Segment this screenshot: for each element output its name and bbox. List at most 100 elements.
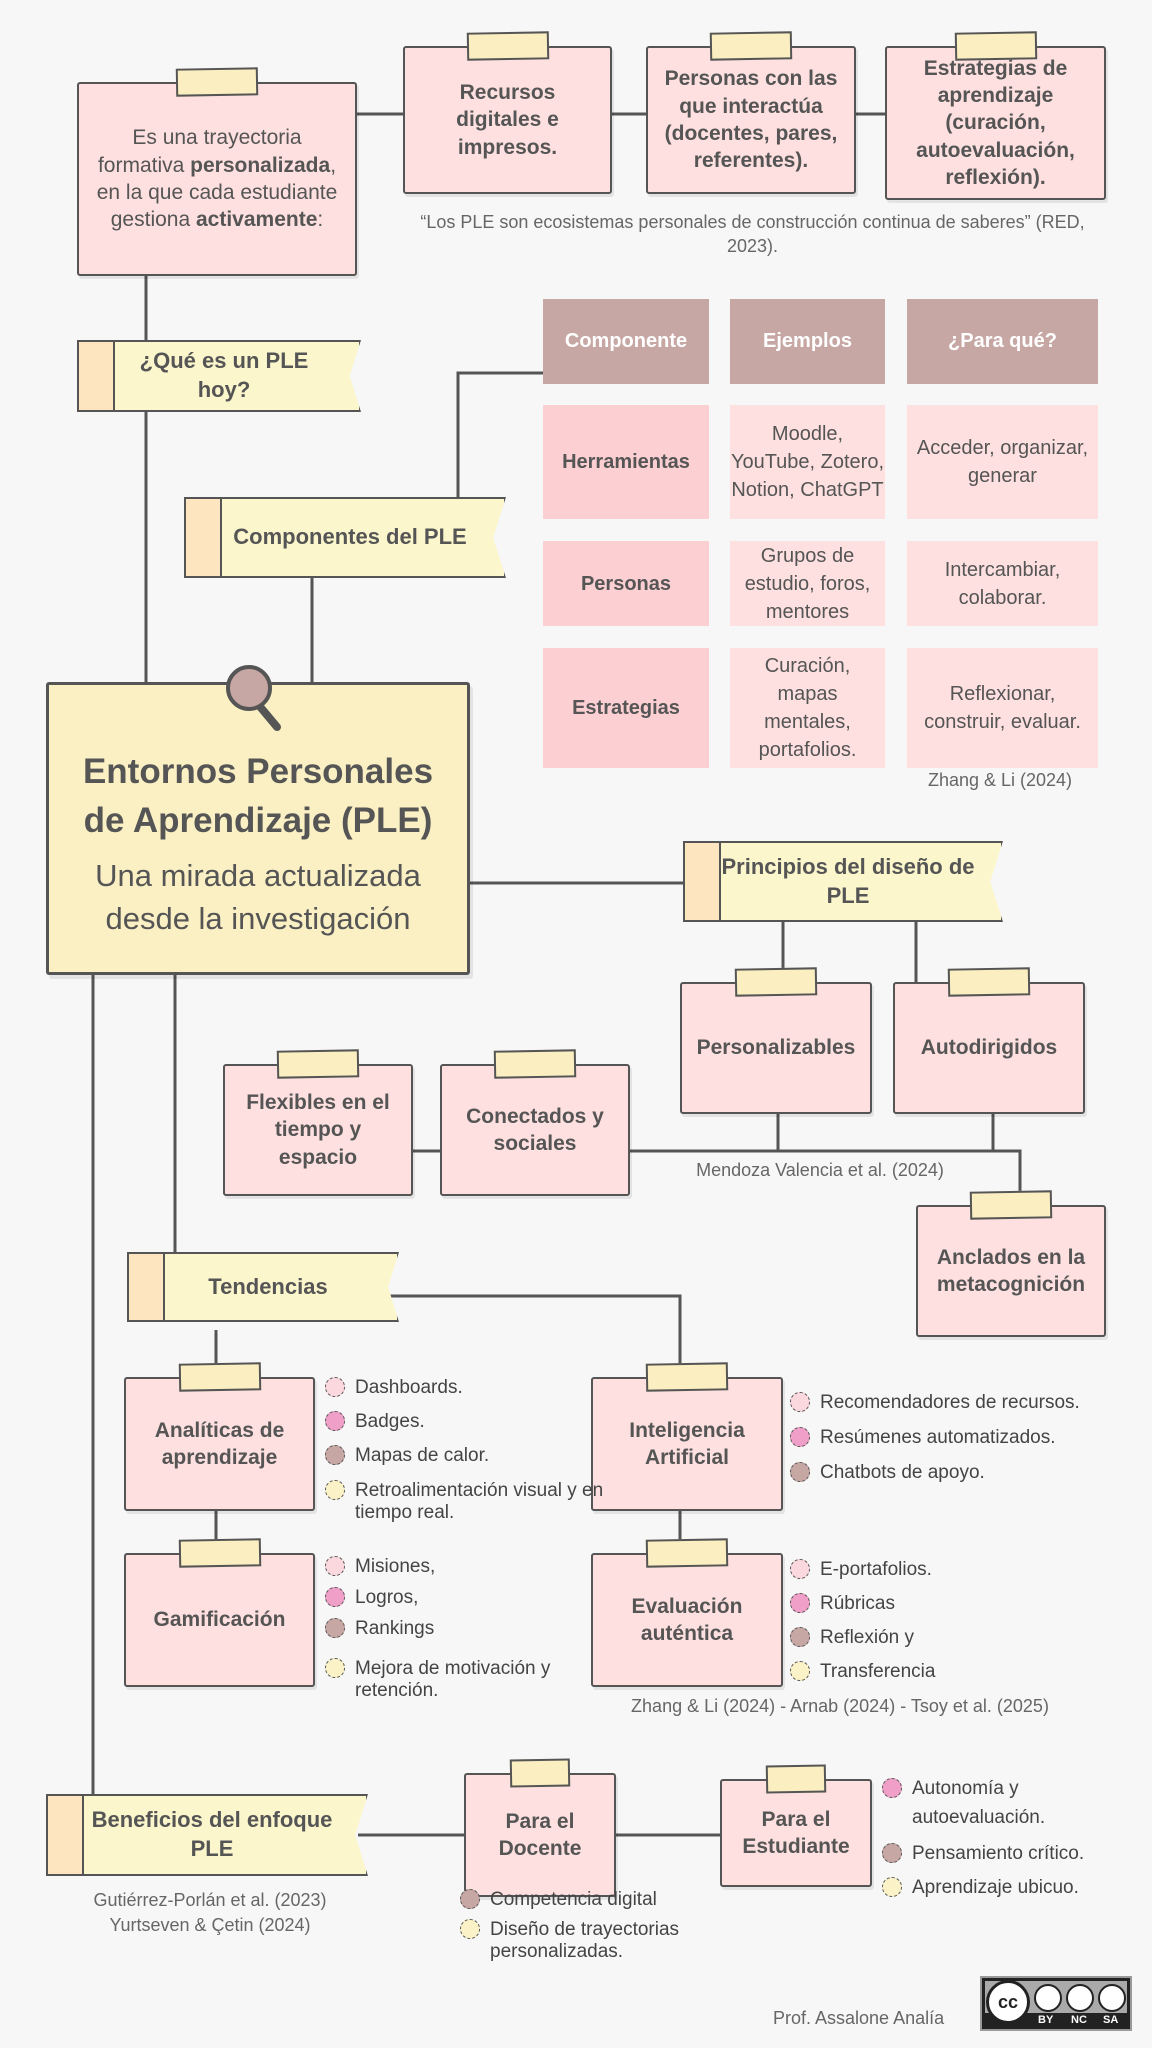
principle-autodirigidos: Autodirigidos (893, 967, 1085, 1114)
author-credit: Prof. Assalone Analía (773, 2008, 945, 2028)
note-recursos: Recursos digitales e impresos. (403, 31, 612, 194)
magnifier-icon (226, 665, 281, 731)
dot-icon (460, 1919, 480, 1939)
tape-decoration (765, 1764, 827, 1794)
definition-text: Es una trayectoria formativa personaliza… (96, 126, 338, 232)
by-icon (1034, 1984, 1062, 2012)
table-cell: Acceder, organizar, generar (907, 405, 1098, 519)
dot-icon (882, 1843, 902, 1863)
dot-icon (325, 1445, 345, 1465)
quote-text: “Los PLE son ecosistemas personales de c… (420, 212, 1085, 257)
bullet-item: Diseño de trayectorias personalizadas. (460, 1919, 720, 1963)
table-cell: Personas (543, 541, 709, 626)
dot-icon (790, 1627, 810, 1647)
table-citation: Zhang & Li (2024) (927, 770, 1073, 790)
dot-icon (790, 1661, 810, 1681)
tape-decoration (466, 31, 549, 61)
trend-evaluacion: Evaluación auténtica (591, 1538, 783, 1687)
dot-icon (790, 1392, 810, 1412)
principle-conectados: Conectados y sociales (440, 1049, 630, 1196)
tape-decoration (709, 31, 793, 61)
bullet-item: Aprendizaje ubicuo. (882, 1877, 1152, 1899)
bullet-item: Pensamiento crítico. (882, 1843, 1152, 1865)
table-cell: Reflexionar, construir, evaluar. (907, 648, 1098, 768)
bullet-item: Chatbots de apoyo. (790, 1462, 1150, 1484)
nc-icon (1066, 1984, 1094, 2012)
tape-decoration (734, 967, 818, 997)
table-header: ¿Para qué? (907, 299, 1098, 384)
table-cell: Estrategias (543, 648, 709, 768)
note-personas: Personas con las que interactúa (docente… (646, 31, 856, 194)
bullet-item: Logros, (325, 1587, 615, 1609)
bullet-item: Mejora de motivación y retención. (325, 1658, 605, 1702)
banner-principios: Principios del diseño de PLE (683, 841, 1003, 922)
bullet-item: Mapas de calor. (325, 1445, 615, 1467)
tape-decoration (645, 1362, 729, 1392)
bullet-item: Rúbricas (790, 1593, 1120, 1615)
principles-citation: Mendoza Valencia et al. (2024) (696, 1160, 944, 1180)
dot-icon (325, 1480, 345, 1500)
tape-decoration (175, 67, 259, 97)
central-subtitle: Una mirada actualizada desde la investig… (95, 858, 421, 936)
benefits-citation-1: Gutiérrez-Porlán et al. (2023) (93, 1890, 327, 1910)
bullet-item: Retroalimentación visual y en tiempo rea… (325, 1480, 615, 1524)
cc-icon: cc (986, 1980, 1030, 2024)
principle-personalizables: Personalizables (680, 967, 872, 1114)
bullet-item: Competencia digital (460, 1889, 770, 1911)
dot-icon (790, 1462, 810, 1482)
cc-license-badge: cc BY NC SA (980, 1976, 1132, 2031)
bullet-item: Reflexión y (790, 1627, 1120, 1649)
bullet-item: Recomendadores de recursos. (790, 1392, 1150, 1414)
sa-icon (1098, 1984, 1126, 2012)
trend-ia: Inteligencia Artificial (591, 1362, 783, 1511)
benefit-docente: Para el Docente (464, 1758, 616, 1897)
banner-beneficios: Beneficios del enfoque PLE (46, 1794, 368, 1876)
dot-icon (325, 1658, 345, 1678)
tape-decoration (178, 1538, 261, 1568)
dot-icon (790, 1593, 810, 1613)
note-estrategias: Estrategias de aprendizaje (curación, au… (885, 31, 1106, 200)
banner-que-es: ¿Qué es un PLE hoy? (77, 340, 361, 412)
benefits-citation-2: Yurtseven & Çetin (2024) (109, 1915, 311, 1935)
trend-gamificacion: Gamificación (124, 1538, 315, 1687)
dot-icon (460, 1889, 480, 1909)
central-card: Entornos Personales de Aprendizaje (PLE)… (46, 665, 470, 975)
central-title: Entornos Personales de Aprendizaje (PLE) (82, 752, 434, 840)
bullet-item: Badges. (325, 1411, 615, 1433)
tape-decoration (969, 1190, 1053, 1220)
table-cell: Curación, mapas mentales, portafolios. (730, 648, 885, 768)
tape-decoration (493, 1049, 577, 1079)
table-cell: Moodle, YouTube, Zotero, Notion, ChatGPT (730, 405, 885, 519)
tape-decoration (276, 1049, 360, 1079)
dot-icon (882, 1877, 902, 1897)
table-cell: Grupos de estudio, foros, mentores (730, 541, 885, 626)
definition-note: Es una trayectoria formativa personaliza… (77, 67, 357, 276)
principle-flexibles: Flexibles en el tiempo y espacio (223, 1049, 413, 1196)
dot-icon (325, 1556, 345, 1576)
dot-icon (790, 1427, 810, 1447)
tape-decoration (178, 1362, 261, 1392)
dot-icon (325, 1587, 345, 1607)
dot-icon (790, 1559, 810, 1579)
tape-decoration (947, 967, 1031, 997)
dot-icon (882, 1778, 902, 1798)
dot-icon (325, 1377, 345, 1397)
bullet-item: Resúmenes automatizados. (790, 1427, 1150, 1449)
dot-icon (325, 1618, 345, 1638)
benefit-estudiante: Para el Estudiante (720, 1764, 872, 1887)
banner-componentes: Componentes del PLE (184, 497, 506, 578)
table-header: Componente (543, 299, 709, 384)
principle-anclados: Anclados en la metacognición (916, 1190, 1106, 1337)
table-header: Ejemplos (730, 299, 885, 384)
bullet-item: Dashboards. (325, 1377, 615, 1399)
bullet-item: Autonomía y autoevaluación. (882, 1775, 1122, 1832)
bullet-item: Misiones, (325, 1556, 615, 1578)
bullet-item: E-portafolios. (790, 1559, 1120, 1581)
banner-tendencias: Tendencias (127, 1252, 399, 1322)
table-cell: Intercambiar, colaborar. (907, 541, 1098, 626)
tape-decoration (645, 1538, 729, 1568)
trend-analiticas: Analíticas de aprendizaje (124, 1362, 315, 1511)
tape-decoration (954, 31, 1037, 61)
table-cell: Herramientas (543, 405, 709, 519)
